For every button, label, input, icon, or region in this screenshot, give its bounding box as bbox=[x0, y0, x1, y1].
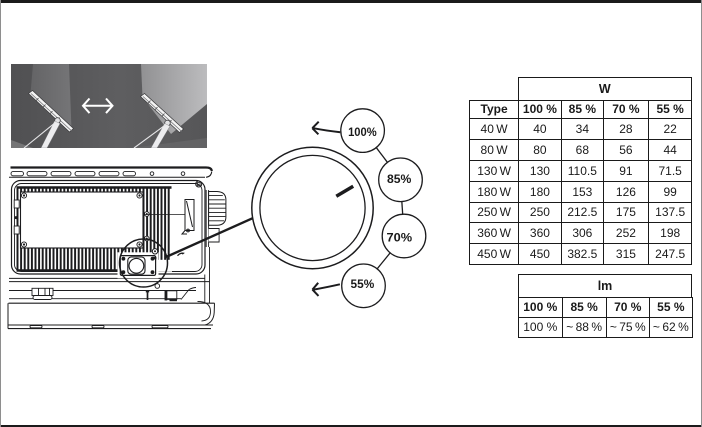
svg-text:100%: 100% bbox=[348, 125, 377, 139]
svg-text:85%: 85% bbox=[387, 172, 412, 186]
svg-text:70%: 70% bbox=[387, 231, 413, 245]
svg-text:55%: 55% bbox=[351, 277, 375, 291]
